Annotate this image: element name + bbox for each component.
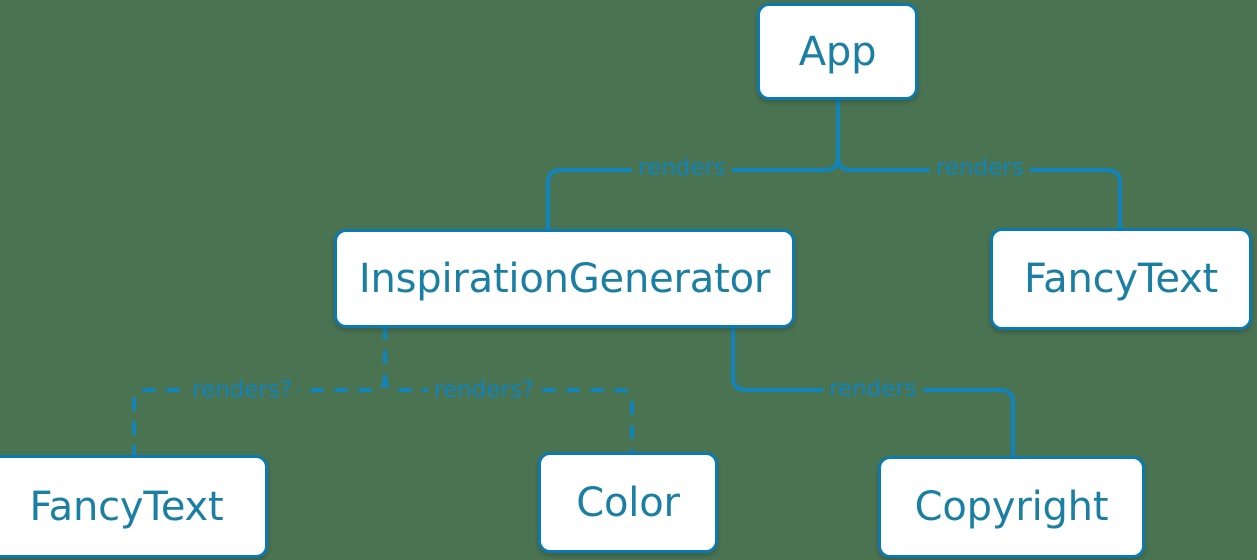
node-app[interactable]: App (757, 3, 918, 100)
edge-label-inspirationgenerator-renders-fancytext: renders? (186, 379, 299, 402)
node-app-label: App (798, 28, 877, 75)
edge-label-inspirationgenerator-renders-color: renders? (428, 379, 541, 402)
node-copyright[interactable]: Copyright (878, 456, 1145, 558)
edge-label-app-renders-fancytext: renders (930, 157, 1030, 180)
edge-label-app-renders-inspirationgenerator: renders (632, 157, 732, 180)
edge-label-inspirationgenerator-renders-copyright: renders (823, 378, 923, 401)
node-color-label: Color (576, 479, 680, 526)
node-fancytext-bottom-label: FancyText (29, 483, 224, 530)
node-fancytext-right-label: FancyText (1024, 256, 1218, 302)
node-color[interactable]: Color (538, 452, 718, 553)
node-inspirationgenerator-label: InspirationGenerator (358, 255, 771, 302)
node-inspirationgenerator[interactable]: InspirationGenerator (334, 229, 795, 328)
node-fancytext-right[interactable]: FancyText (990, 228, 1252, 330)
node-copyright-label: Copyright (914, 484, 1109, 530)
node-fancytext-bottom[interactable]: FancyText (0, 455, 268, 558)
